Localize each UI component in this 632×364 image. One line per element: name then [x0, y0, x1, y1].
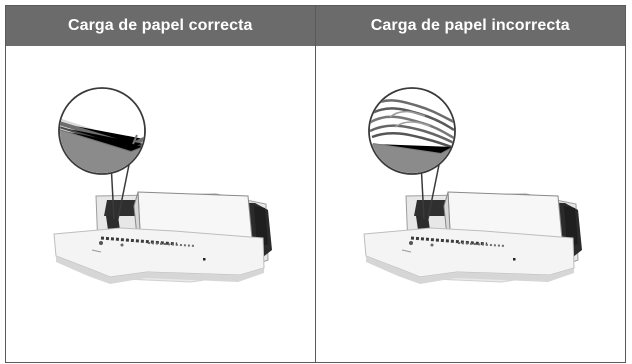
- correct-loading-cell: [6, 46, 315, 362]
- paper-tray-curled-stack-illustration: [362, 87, 582, 284]
- incorrect-loading-column: Carga de papel incorrecta: [315, 6, 625, 362]
- incorrect-loading-cell: [315, 46, 625, 362]
- paper-loading-comparison-table: Carga de papel correcta: [5, 5, 626, 363]
- incorrect-loading-header: Carga de papel incorrecta: [315, 6, 625, 46]
- correct-loading-header: Carga de papel correcta: [6, 6, 315, 46]
- correct-loading-column: Carga de papel correcta: [6, 6, 316, 362]
- paper-tray-flat-stack-illustration: [53, 87, 272, 284]
